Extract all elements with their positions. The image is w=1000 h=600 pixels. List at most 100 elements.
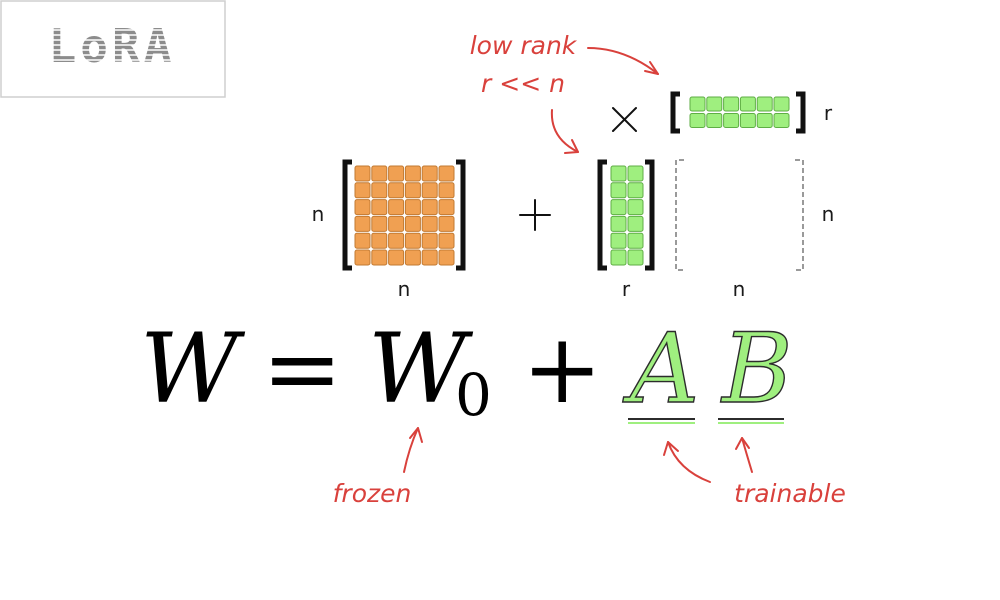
b-cell xyxy=(739,96,756,112)
a-cell xyxy=(627,182,644,199)
arrow-head-b-icon xyxy=(644,61,659,75)
a-cols-label: r xyxy=(622,277,631,301)
equation-lhs-w: W xyxy=(140,313,246,425)
equation-plus: + xyxy=(522,313,602,425)
w0-cell xyxy=(404,232,421,249)
w0-cell xyxy=(421,182,438,199)
w0-cell xyxy=(404,165,421,182)
b-cell xyxy=(773,96,790,112)
w0-cell xyxy=(354,199,371,216)
w0-cell xyxy=(421,232,438,249)
w0-cell xyxy=(404,182,421,199)
b-cell xyxy=(756,96,773,112)
w0-cell xyxy=(371,199,388,216)
a-cell xyxy=(627,232,644,249)
w0-cells xyxy=(354,165,455,266)
w0-cell xyxy=(388,249,405,266)
w0-cell xyxy=(421,215,438,232)
result-rows-label: n xyxy=(822,202,835,226)
b-cell xyxy=(689,113,706,128)
w0-cell xyxy=(438,232,455,249)
w0-cell xyxy=(371,215,388,232)
b-cell xyxy=(689,96,706,112)
trainable-underlines xyxy=(628,418,784,424)
w0-cell xyxy=(404,215,421,232)
frozen-arrow-icon xyxy=(403,427,419,473)
b-cell xyxy=(706,113,723,128)
b-left-bracket xyxy=(670,91,680,134)
a-cell xyxy=(610,249,627,266)
w0-left-bracket xyxy=(342,159,352,271)
w0-cell xyxy=(371,249,388,266)
a-cell xyxy=(627,165,644,182)
b-cell xyxy=(756,113,773,128)
w0-cell xyxy=(438,249,455,266)
b-cell xyxy=(739,113,756,128)
w0-cell xyxy=(388,232,405,249)
w0-cell xyxy=(354,249,371,266)
b-cells xyxy=(689,96,790,128)
w0-cell xyxy=(421,165,438,182)
times-operator xyxy=(612,107,637,132)
a-cell xyxy=(610,215,627,232)
a-cells xyxy=(610,165,644,266)
b-matrix xyxy=(670,91,806,134)
w0-cell xyxy=(404,249,421,266)
w0-cell xyxy=(421,199,438,216)
equation-equals: = xyxy=(262,313,342,425)
a-left-bracket xyxy=(597,159,607,271)
a-cell xyxy=(610,199,627,216)
w0-cell xyxy=(354,215,371,232)
a-cell xyxy=(610,182,627,199)
low-rank-annotation: low rank xyxy=(470,31,578,60)
w0-cell xyxy=(354,165,371,182)
trainable-arrow-a-head-icon xyxy=(663,441,679,456)
logo: LoRA xyxy=(0,0,226,98)
w0-cell xyxy=(371,182,388,199)
a-cell xyxy=(627,215,644,232)
trainable-arrow-b-icon xyxy=(741,437,753,473)
w0-cell xyxy=(404,199,421,216)
w0-cell xyxy=(354,182,371,199)
w0-cell xyxy=(438,215,455,232)
trainable-arrow-a-icon xyxy=(667,441,711,483)
rank-condition-annotation: r << n xyxy=(481,69,565,98)
w0-cell xyxy=(438,199,455,216)
w0-cell xyxy=(388,182,405,199)
b-cell xyxy=(773,113,790,128)
equation-w0-subscript: 0 xyxy=(455,361,492,429)
b-cell xyxy=(723,96,740,112)
a-cell xyxy=(627,249,644,266)
a-cell xyxy=(610,165,627,182)
plus-operator xyxy=(519,199,551,231)
w0-cols-label: n xyxy=(398,277,411,301)
w0-cell xyxy=(354,232,371,249)
result-right-bracket xyxy=(795,159,804,271)
w0-cell xyxy=(371,232,388,249)
a-cell xyxy=(610,232,627,249)
equation-b: B xyxy=(720,313,793,425)
w0-cell xyxy=(438,182,455,199)
logo-stripes xyxy=(22,29,204,61)
b-right-bracket xyxy=(796,91,806,134)
a-matrix xyxy=(597,159,655,271)
w0-matrix xyxy=(342,159,466,271)
frozen-annotation: frozen xyxy=(333,479,412,508)
result-cols-label: n xyxy=(733,277,746,301)
arrow-to-b-icon xyxy=(587,47,659,75)
w0-cell xyxy=(388,165,405,182)
result-left-bracket xyxy=(675,159,684,271)
w0-cell xyxy=(421,249,438,266)
a-right-bracket xyxy=(645,159,655,271)
arrow-head-a-icon xyxy=(564,139,579,154)
equation-a: A xyxy=(622,313,699,425)
w0-cell xyxy=(438,165,455,182)
w0-right-bracket xyxy=(456,159,466,271)
equation-w0-base: W xyxy=(368,313,474,425)
b-cell xyxy=(706,96,723,112)
trainable-arrow-b-head-icon xyxy=(735,437,750,450)
result-matrix-placeholder xyxy=(675,159,804,271)
arrow-to-a-icon xyxy=(550,109,579,153)
low-rank-arrows xyxy=(550,47,659,154)
